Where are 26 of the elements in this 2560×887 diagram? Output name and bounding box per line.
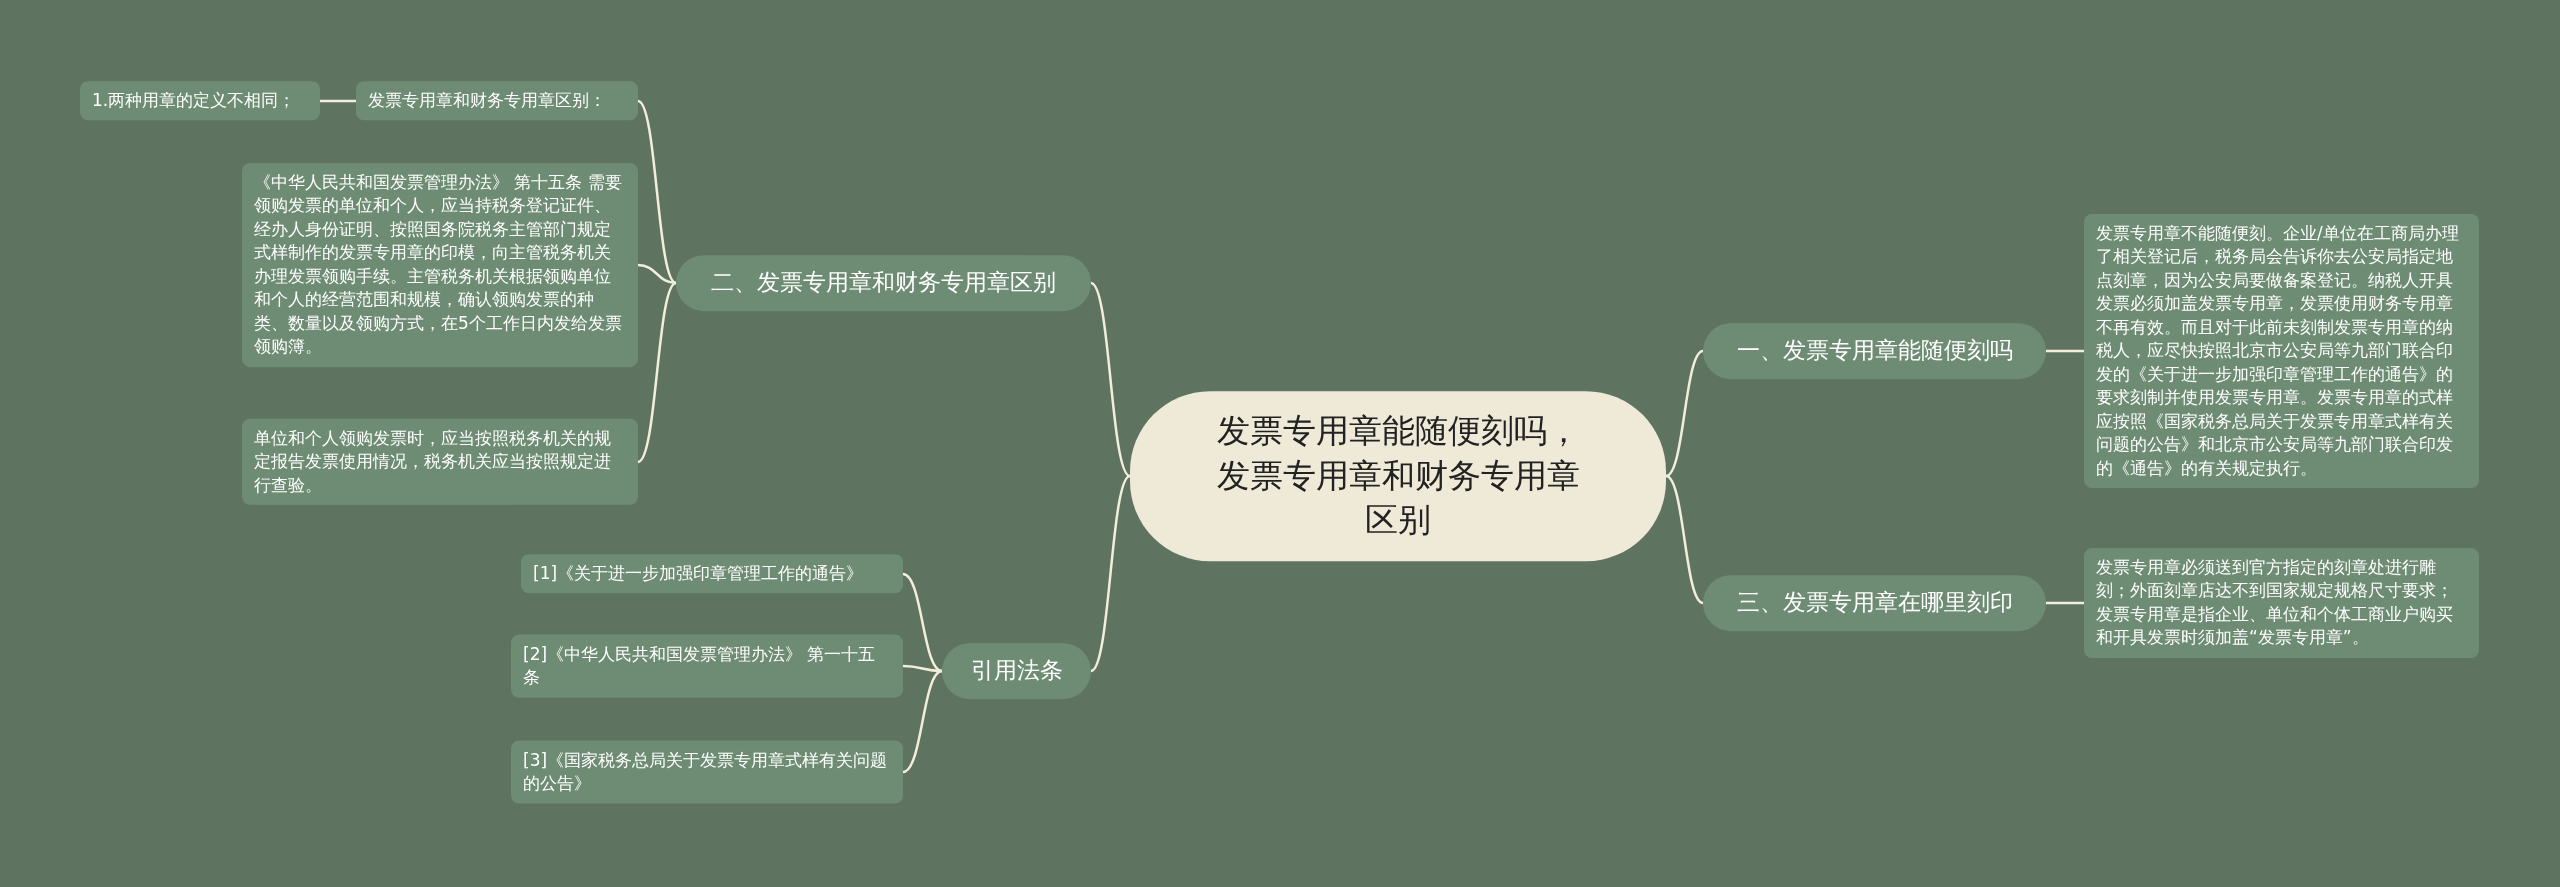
connector-line: [637, 100, 677, 284]
branch-topic: 引用法条: [942, 643, 1091, 699]
detail-card: 发票专用章和财务专用章区别：: [356, 81, 638, 121]
connector-line: [902, 669, 943, 774]
central-topic: 发票专用章能随便刻吗，发票专用章和财务专用章区别: [1130, 391, 1666, 561]
connector-line: [1090, 282, 1131, 477]
detail-card: 单位和个人领购发票时，应当按照税务机关的规定报告发票使用情况，税务机关应当按照规定进行查验。: [242, 418, 638, 506]
branch-topic: 三、发票专用章在哪里刻印: [1703, 575, 2046, 631]
connector-line: [902, 572, 943, 673]
branch-topic: 一、发票专用章能随便刻吗: [1703, 323, 2046, 379]
connector-line: [1665, 349, 1704, 478]
detail-card: [2]《中华人民共和国发票管理办法》 第一十五条: [511, 634, 903, 698]
detail-card: 1.两种用章的定义不相同；: [80, 81, 320, 121]
connector-line: [1665, 474, 1704, 605]
connector-line: [1090, 475, 1131, 672]
detail-card: [3]《国家税务总局关于发票专用章式样有关问题的公告》: [511, 740, 903, 804]
connector-line: [637, 263, 677, 285]
connector-line: [637, 282, 677, 463]
detail-card: [1]《关于进一步加强印章管理工作的通告》: [521, 554, 903, 594]
detail-card: 发票专用章不能随便刻。企业/单位在工商局办理了相关登记后，税务局会告诉你去公安局指定地点刻章，因为公安局要做备案登记。纳税人开具发票必须加盖发票专用章，发票使用财务专用章不再有效。而且对于此前未刻制发票专用章的纳税人，应尽快按照北京市公安局等九部门联合印发的《关于进一步加强印章管理工作的通告》的要求刻制并使用发票专用章。发票专用章的式样应按照《国家税务总局关于发票专用章式样有关问题的公告》和北京市公安局等九部门联合印发的《通告》的有关规定执行。: [2084, 214, 2479, 488]
detail-card: 发票专用章必须送到官方指定的刻章处进行雕刻；外面刻章店达不到国家规定规格尺寸要求；发票专用章是指企业、单位和个体工商业户购买和开具发票时须加盖“发票专用章”。: [2084, 548, 2479, 658]
detail-card: 《中华人民共和国发票管理办法》 第十五条 需要领购发票的单位和个人，应当持税务登记证件、经办人身份证明、按照国务院税务主管部门规定式样制作的发票专用章的印模，向主管税务机关办理发票领购手续。主管税务机关根据领购单位和个人的经营范围和规模，确认领购发票的种类、数量以及领购方式，在5个工作日内发给发票领购簿。: [242, 163, 638, 367]
connector-line: [320, 99, 356, 103]
connector-line: [2046, 601, 2084, 605]
branch-topic: 二、发票专用章和财务专用章区别: [676, 255, 1091, 311]
connector-line: [2046, 349, 2084, 353]
